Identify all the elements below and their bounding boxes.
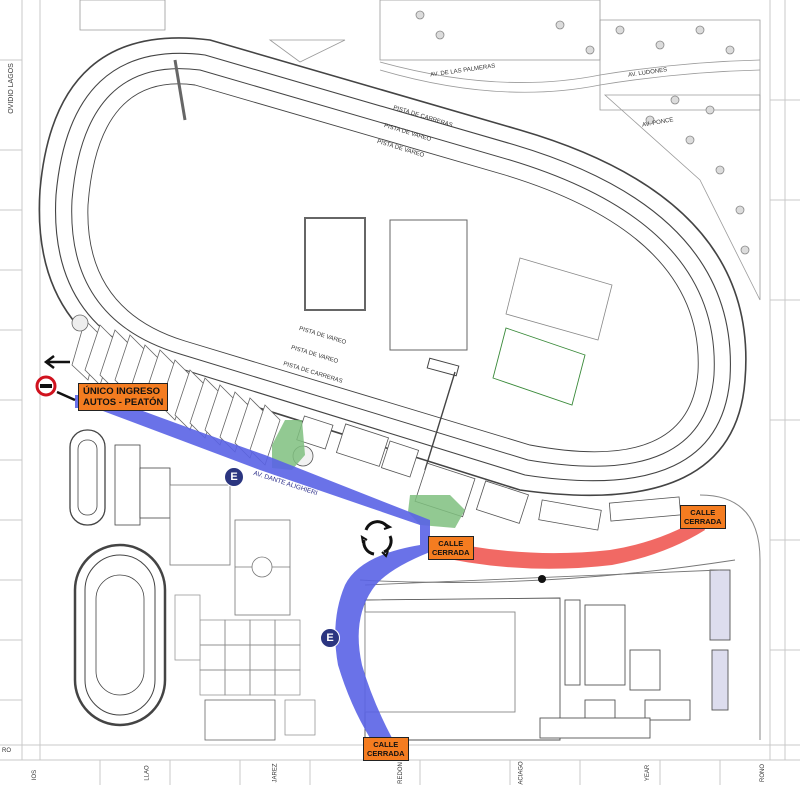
bottom-street-6: ACIAGO [518, 761, 525, 785]
closed-street-red [430, 518, 705, 569]
closed-tag-bottom-line1: CALLE [373, 740, 399, 749]
bottom-street-7: YEAR [645, 764, 652, 782]
entry-arrow-2-icon [56, 390, 76, 402]
closed-tag-center: CALLE CERRADA [428, 536, 474, 560]
closed-tag-center-line1: CALLE [438, 539, 464, 548]
infield-field-2 [389, 219, 468, 351]
outer-track [38, 37, 747, 497]
lower-right-facility [359, 559, 736, 741]
closed-tag-bottom: CALLE CERRADA [363, 737, 409, 761]
buildings-row [292, 415, 682, 531]
infield-field-4 [492, 327, 586, 406]
parking-green-1 [272, 420, 305, 470]
route-dante-alighieri [75, 395, 430, 738]
inner-track-2 [71, 68, 715, 467]
entry-arrow-icon [43, 355, 70, 369]
inner-track-1 [54, 52, 731, 482]
bottom-street-2: IOS [32, 769, 39, 781]
bottom-street-8: RONO [760, 764, 766, 782]
entry-tag-line1: ÚNICO INGRESO [83, 386, 161, 397]
bottom-street-3: LLAO [144, 765, 151, 781]
infield-field-3 [505, 257, 613, 341]
right-road [699, 494, 761, 740]
inner-track-3 [87, 83, 699, 453]
closed-tag-right-line2: CERRADA [684, 517, 722, 526]
bottom-street-4: JAREZ [272, 763, 279, 783]
closed-tag-right: CALLE CERRADA [680, 505, 726, 529]
parking-badge-route-1: E [224, 467, 244, 487]
street-ovidio-lagos: OVIDIO LAGOS [7, 63, 15, 114]
closed-tag-right-line1: CALLE [690, 508, 716, 517]
sports-complex [69, 429, 316, 741]
roundabout-icon [360, 520, 393, 558]
infield-field-1 [304, 217, 366, 311]
closed-tag-center-line2: CERRADA [432, 548, 470, 557]
bottom-street-5: REDON [397, 762, 404, 784]
bottom-street-1: RO [2, 748, 11, 754]
top-park [79, 0, 761, 301]
racecourse [38, 37, 747, 497]
entry-tag: ÚNICO INGRESO AUTOS - PEATÓN [78, 383, 169, 411]
closed-tag-bottom-line2: CERRADA [367, 749, 405, 758]
parking-badge-route-2: E [320, 628, 340, 648]
entry-tag-line2: AUTOS - PEATÓN [83, 397, 164, 408]
